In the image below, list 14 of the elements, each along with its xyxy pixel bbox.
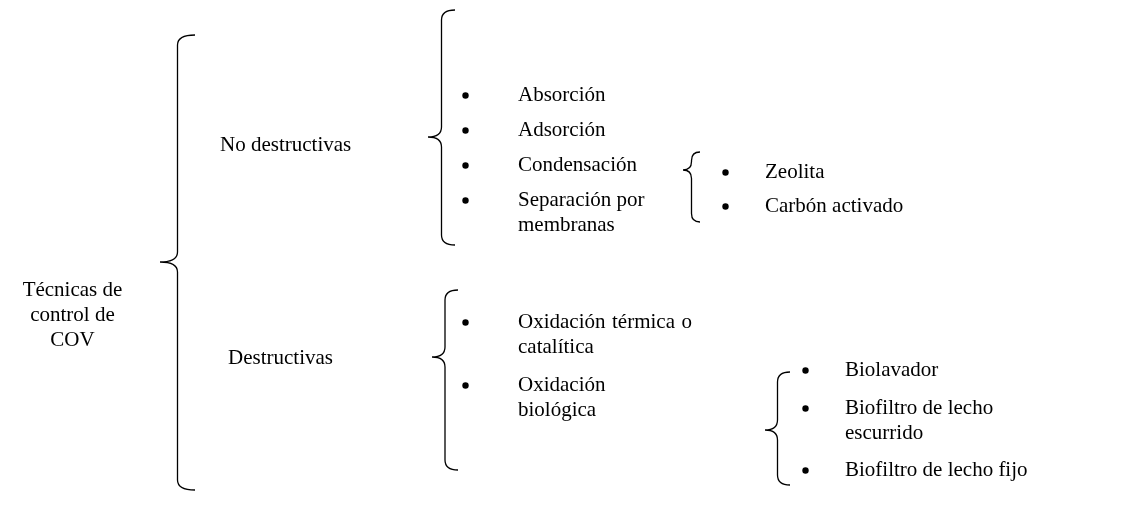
list-item-text: Condensación (518, 152, 637, 176)
list-item-text: Separación por membranas (518, 187, 645, 236)
list-item-text: Carbón activado (765, 193, 904, 217)
list-item-text: Absorción (518, 82, 606, 106)
category-label: Técnicas de control de COV (10, 277, 135, 352)
list-item-text: Biofiltro de lecho fijo (845, 457, 1028, 481)
list-item-text: Biofiltro de lecho escurrido (845, 395, 994, 444)
list-item-text: Zeolita (765, 159, 825, 183)
category-label: Destructivas (228, 345, 333, 370)
list-item-text: Oxidación biológica (518, 372, 606, 421)
list-item-text: Biolavador (845, 357, 939, 381)
list-item-text: Adsorción (518, 117, 606, 141)
category-label: No destructivas (220, 132, 352, 157)
list-item-text: Oxidación térmica o catalítica (518, 309, 692, 358)
